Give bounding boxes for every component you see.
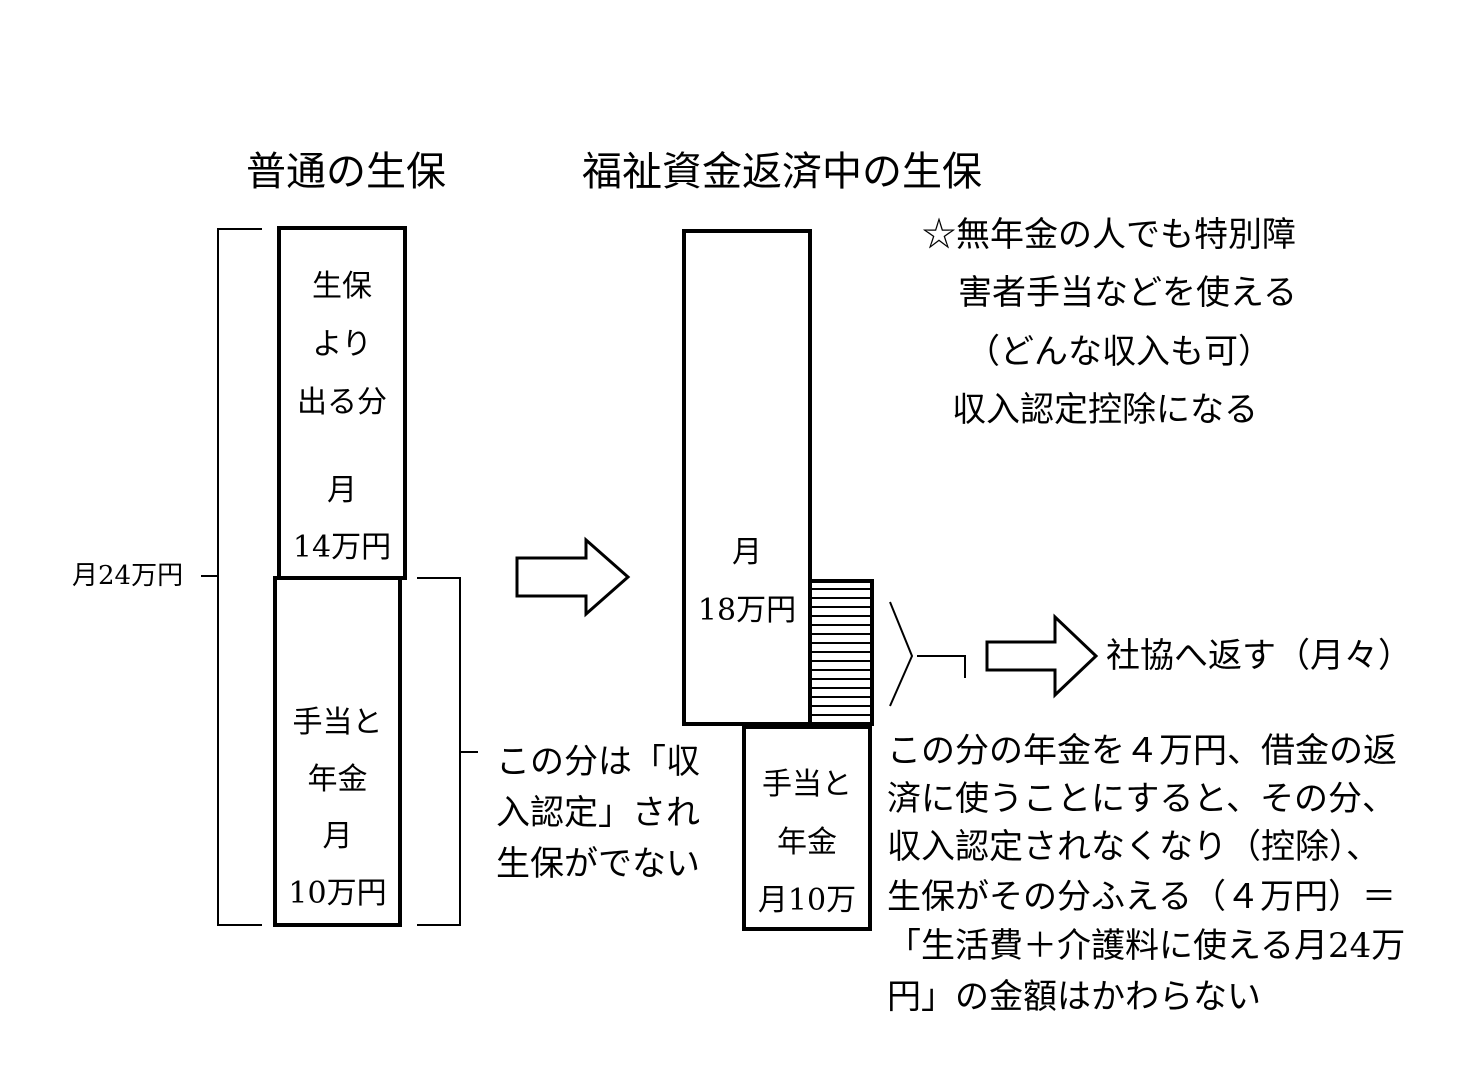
left-lower-line-2: 年金 bbox=[307, 762, 368, 797]
left-lower-line-4: 10万円 bbox=[288, 876, 387, 911]
top-note-3: （どんな収入も可） bbox=[966, 332, 1272, 372]
bottom-note-1: この分の年金を４万円、借金の返 bbox=[887, 731, 1397, 771]
bottom-note-4: 生保がその分ふえる（４万円）＝ bbox=[887, 877, 1396, 917]
bottom-note-6: 円」の金額はかわらない bbox=[887, 977, 1261, 1017]
top-note-2: 害者手当などを使える bbox=[958, 273, 1297, 313]
return-arrow-icon bbox=[985, 613, 1099, 699]
left-lower-bracket bbox=[417, 577, 461, 926]
left-lower-box bbox=[273, 576, 402, 927]
left-upper-line-3: 出る分 bbox=[297, 385, 387, 420]
left-lower-line-1: 手当と bbox=[292, 705, 383, 740]
right-lower-line-3: 月10万 bbox=[757, 883, 857, 918]
left-upper-line-4: 月 bbox=[327, 473, 357, 508]
bottom-note-5: 「生活費＋介護料に使える月24万 bbox=[887, 926, 1406, 966]
right-upper-line-2: 18万円 bbox=[697, 593, 797, 628]
right-upper-box bbox=[682, 229, 812, 726]
hatched-repayment-box bbox=[808, 579, 874, 726]
middle-arrow-icon bbox=[515, 536, 631, 618]
left-lower-line-3: 月 bbox=[322, 819, 353, 854]
top-note-4: 収入認定控除になる bbox=[952, 390, 1258, 430]
right-upper-line-1: 月 bbox=[732, 535, 762, 570]
right-lower-box bbox=[742, 725, 872, 931]
right-title: 福祉資金返済中の生保 bbox=[582, 149, 982, 195]
left-upper-line-2: より bbox=[312, 327, 372, 362]
left-title: 普通の生保 bbox=[246, 149, 446, 195]
left-side-note-3: 生保がでない bbox=[496, 844, 700, 884]
angle-bracket bbox=[889, 601, 914, 707]
right-lower-line-2: 年金 bbox=[777, 825, 837, 860]
top-note-1: ☆無年金の人でも特別障 bbox=[922, 215, 1296, 255]
left-side-note-1: この分は「収 bbox=[496, 742, 700, 782]
bottom-note-3: 収入認定されなくなり（控除）、 bbox=[887, 827, 1380, 867]
connector-line bbox=[917, 655, 966, 678]
total-label: 月24万円 bbox=[72, 561, 184, 591]
left-upper-line-1: 生保 bbox=[312, 269, 372, 304]
left-side-note-2: 入認定」され bbox=[496, 793, 700, 833]
left-total-bracket bbox=[217, 228, 262, 926]
return-label: 社協へ返す（月々） bbox=[1106, 636, 1412, 676]
bottom-note-2: 済に使うことにすると、その分、 bbox=[887, 779, 1396, 819]
right-lower-line-1: 手当と bbox=[762, 767, 852, 802]
left-upper-line-5: 14万円 bbox=[292, 530, 392, 565]
